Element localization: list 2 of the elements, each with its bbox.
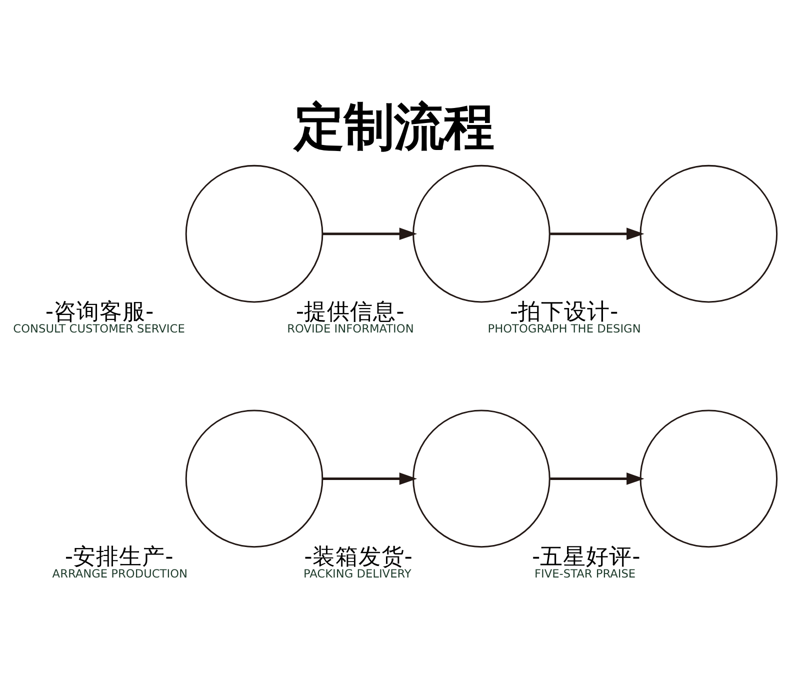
diagram-title: 定制流程 xyxy=(294,97,494,156)
node-label: -装箱发货- xyxy=(304,544,413,570)
